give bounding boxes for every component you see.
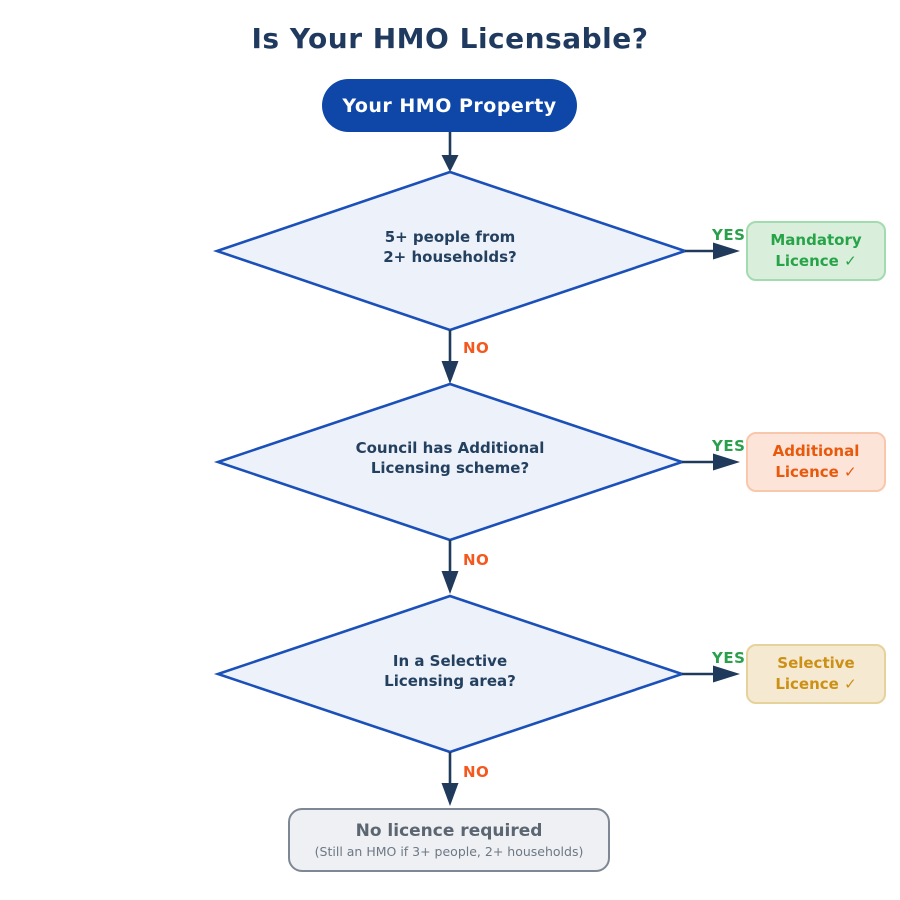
decision1-no-label: NO: [463, 339, 490, 357]
end-node-title: No licence required: [355, 821, 543, 841]
decision2-no-label: NO: [463, 551, 490, 569]
decision1-yes-label: YES: [712, 226, 746, 244]
decision1-question: 5+ people from 2+ households?: [383, 228, 517, 266]
outcome-mandatory-licence: Mandatory Licence ✓: [746, 221, 886, 281]
page-title: Is Your HMO Licensable?: [251, 22, 649, 55]
decision3-no-label: NO: [463, 763, 490, 781]
end-node-subtitle: (Still an HMO if 3+ people, 2+ household…: [314, 844, 584, 859]
decision3-question: In a Selective Licensing area?: [384, 652, 516, 690]
start-node: Your HMO Property: [322, 79, 577, 132]
decision3-yes-label: YES: [712, 649, 746, 667]
arrowhead-decision3-yes-icon: [713, 665, 740, 683]
decision2-yes-label: YES: [712, 437, 746, 455]
outcome-additional-licence: Additional Licence ✓: [746, 432, 886, 492]
decision2-question: Council has Additional Licensing scheme?: [355, 439, 545, 477]
end-node-no-licence: No licence required (Still an HMO if 3+ …: [288, 808, 610, 872]
arrowhead-decision2-no-icon: [441, 571, 459, 594]
start-node-label: Your HMO Property: [342, 94, 557, 117]
arrowhead-decision1-no-icon: [441, 361, 459, 384]
arrowhead-decision3-no-icon: [441, 783, 459, 806]
arrowhead-decision1-yes-icon: [713, 242, 740, 260]
outcome-selective-licence: Selective Licence ✓: [746, 644, 886, 704]
arrowhead-start-to-decision1-icon: [441, 155, 459, 172]
arrowhead-decision2-yes-icon: [713, 453, 740, 471]
